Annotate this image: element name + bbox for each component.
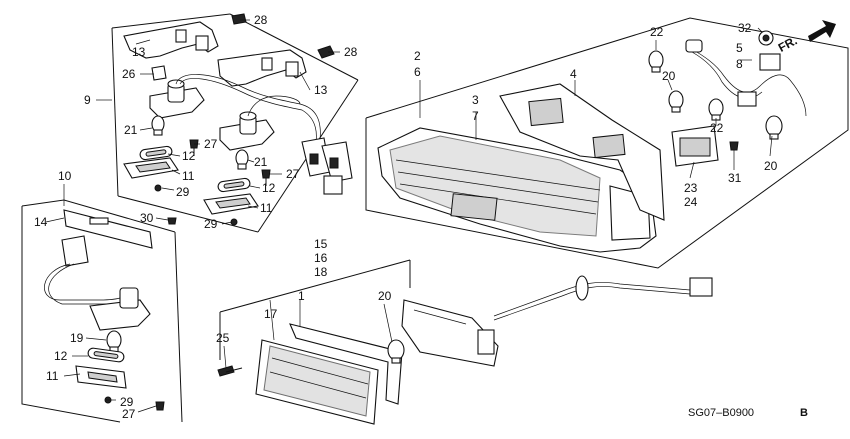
- callout-14: 14: [34, 215, 48, 229]
- clip-26: [151, 65, 167, 81]
- screw-31: [729, 141, 739, 151]
- callout-12-c: 12: [54, 349, 68, 363]
- callout-31: 31: [728, 171, 742, 185]
- bulb-21-left: [151, 115, 165, 136]
- callout-5: 5: [736, 41, 743, 55]
- callout-6: 6: [414, 65, 421, 79]
- callout-10: 10: [58, 169, 72, 183]
- callout-13-b: 13: [314, 83, 328, 97]
- leader-lines: [45, 19, 773, 413]
- callout-9: 9: [84, 93, 91, 107]
- gasket-12-b: [217, 177, 251, 193]
- gasket-12-c: [87, 347, 125, 363]
- lens-11-b: [203, 193, 259, 215]
- screw-27-c: [155, 401, 165, 411]
- bulb-19: [106, 330, 122, 353]
- callout-11-c: 11: [46, 369, 59, 383]
- bulb-20-b: [765, 115, 783, 140]
- callout-18: 18: [314, 265, 328, 279]
- callout-11-b: 11: [260, 201, 273, 215]
- callout-16: 16: [314, 251, 328, 265]
- callout-32: 32: [738, 21, 752, 35]
- socket-10: [89, 287, 151, 331]
- taillight-panel: [365, 17, 849, 269]
- callout-29-c: 29: [120, 395, 134, 409]
- bulb-20-a: [668, 90, 684, 113]
- callout-4: 4: [570, 67, 577, 81]
- gasket-4: [499, 83, 665, 221]
- front-light-panel: [219, 259, 411, 360]
- callout-28-a: 28: [254, 13, 268, 27]
- callout-17: 17: [264, 307, 278, 321]
- screw-27-b: [261, 169, 271, 186]
- callout-3: 3: [472, 93, 479, 107]
- front-harness: [493, 275, 713, 321]
- bulb-21-right: [235, 149, 249, 170]
- taillight-housing: [377, 127, 657, 253]
- callout-labels: 1 2 6 3 7 4 5 8 9 10 11 11 11 12 12 12 1…: [34, 13, 800, 421]
- callout-30: 30: [140, 211, 154, 225]
- tail-harness: [685, 39, 807, 117]
- screw-29-a: [154, 184, 162, 192]
- bolt-28-a: [231, 13, 247, 25]
- callout-12-b: 12: [262, 181, 276, 195]
- callout-8: 8: [736, 57, 743, 71]
- harness-wire: [175, 74, 321, 143]
- lens-17: [255, 339, 379, 425]
- bracket-13-lower: [217, 49, 307, 87]
- callout-21-b: 21: [254, 155, 268, 169]
- bracket-14: [63, 209, 153, 249]
- screw-25: [217, 365, 243, 377]
- diagram-revision: B: [800, 407, 808, 419]
- callout-11-a: 11: [182, 169, 195, 183]
- bulb-22-b: [708, 98, 724, 121]
- callout-27-c: 27: [122, 407, 136, 421]
- callout-27-a: 27: [204, 137, 218, 151]
- callout-15: 15: [314, 237, 328, 251]
- housing-front: [401, 299, 499, 367]
- callout-25: 25: [216, 331, 230, 345]
- bulb-22-a: [648, 50, 664, 73]
- callout-22-a: 22: [650, 25, 664, 39]
- callout-24: 24: [684, 195, 698, 209]
- callout-13-a: 13: [132, 45, 146, 59]
- callout-2: 2: [414, 49, 421, 63]
- callout-29-a: 29: [176, 185, 190, 199]
- bulb-20-c: [387, 339, 405, 364]
- lens-11-c: [75, 365, 127, 389]
- callout-27-b: 27: [286, 167, 300, 181]
- screw-30: [167, 217, 177, 225]
- callout-22-b: 22: [710, 121, 724, 135]
- grommet-32: [758, 30, 774, 46]
- socket-right: [219, 111, 275, 151]
- diagram-code: SG07–B0900 B: [688, 407, 808, 419]
- socket-board-23: [671, 125, 719, 167]
- callout-21-a: 21: [124, 123, 138, 137]
- callout-29-b: 29: [204, 217, 218, 231]
- connector-pair: [301, 137, 353, 195]
- direction-label: FR.: [776, 33, 800, 54]
- callout-20-a: 20: [662, 69, 676, 83]
- callout-19: 19: [70, 331, 84, 345]
- bracket-13-upper: [123, 21, 219, 59]
- front-direction-arrow: [808, 20, 836, 42]
- callout-12-a: 12: [182, 149, 196, 163]
- callout-20-c: 20: [378, 289, 392, 303]
- callout-1: 1: [298, 289, 305, 303]
- callout-7: 7: [472, 109, 479, 123]
- callout-26: 26: [122, 67, 136, 81]
- lens-11-a: [123, 157, 179, 179]
- callout-23: 23: [684, 181, 698, 195]
- bolt-28-b: [317, 45, 335, 59]
- callout-28-b: 28: [344, 45, 358, 59]
- socket-left: [149, 79, 205, 119]
- callout-20-b: 20: [764, 159, 778, 173]
- diagram-code-text: SG07–B0900: [688, 407, 754, 419]
- gasket-12-a: [139, 145, 173, 161]
